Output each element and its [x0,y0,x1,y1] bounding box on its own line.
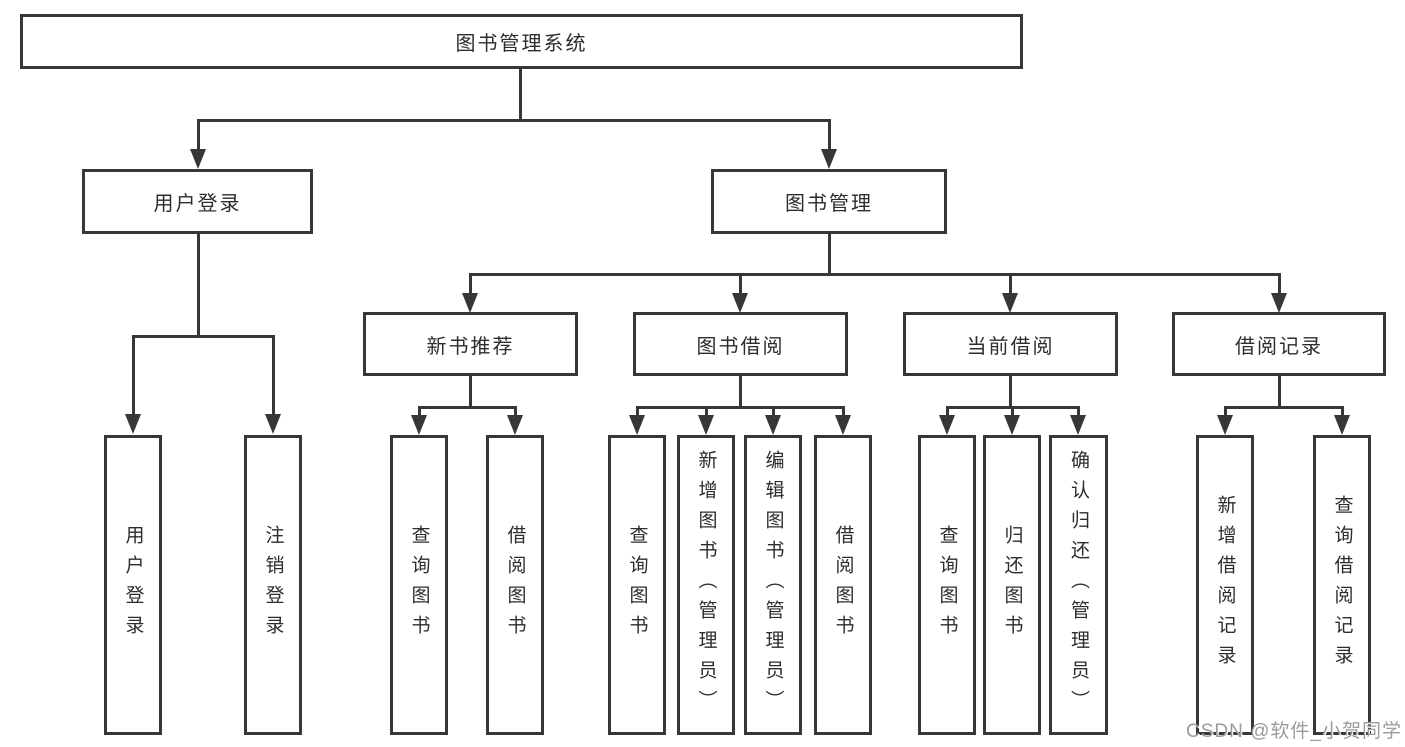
connector-line [132,335,135,418]
leaf-query-borrow-record: 查询借阅记录 [1313,435,1371,735]
connector-line [828,119,831,153]
leaf-add-borrow-record: 新增借阅记录 [1196,435,1254,735]
connector-line [705,406,708,418]
connector-line [772,406,775,418]
arrowhead-down-icon [732,293,748,313]
leaf-query-books-recommend: 查询图书 [390,435,448,735]
node-user-login: 用户登录 [82,169,313,234]
arrowhead-down-icon [939,415,955,435]
leaf-query-books-current-label: 查询图书 [936,525,958,645]
arrowhead-down-icon [1004,415,1020,435]
arrowhead-down-icon [411,415,427,435]
connector-line [418,406,517,409]
node-book-management-label: 图书管理 [785,193,873,215]
arrowhead-down-icon [125,414,141,434]
csdn-watermark: CSDN @软件_小贺同学 [1186,721,1402,742]
connector-line [1278,376,1281,408]
connector-line [1009,273,1012,297]
connector-line [1224,406,1343,409]
connector-line [514,406,517,418]
leaf-query-books-recommend-label: 查询图书 [408,525,430,645]
connector-line [272,335,275,418]
leaf-query-books-borrow: 查询图书 [608,435,666,735]
arrowhead-down-icon [629,415,645,435]
leaf-borrow-books-recommend-label: 借阅图书 [504,525,526,645]
arrowhead-down-icon [1070,415,1086,435]
connector-line [418,406,421,418]
arrowhead-down-icon [462,293,478,313]
connector-line [469,273,1281,276]
leaf-query-books-current: 查询图书 [918,435,976,735]
node-book-borrow-label: 图书借阅 [696,335,785,358]
connector-line [1224,406,1227,418]
connector-line [1341,406,1344,418]
leaf-user-login: 用户登录 [104,435,162,735]
leaf-query-borrow-record-label: 查询借阅记录 [1331,495,1353,675]
connector-line [842,406,845,418]
connector-line [197,119,830,122]
node-new-book-recommend: 新书推荐 [363,312,578,376]
arrowhead-down-icon [190,149,206,169]
leaf-borrow-books-recommend: 借阅图书 [486,435,544,735]
connector-line [636,406,844,409]
arrowhead-down-icon [265,414,281,434]
leaf-edit-book-admin-label: 编辑图书（管理员） [762,450,784,720]
leaf-borrow-books-label: 借阅图书 [832,525,854,645]
arrowhead-down-icon [1271,293,1287,313]
node-book-borrow: 图书借阅 [633,312,848,376]
connector-line [636,406,639,418]
arrowhead-down-icon [1217,415,1233,435]
connector-line [739,273,742,297]
connector-line [946,406,949,418]
leaf-user-login-label: 用户登录 [122,525,144,645]
node-new-book-recommend-label: 新书推荐 [426,335,515,358]
leaf-confirm-return-admin-label: 确认归还（管理员） [1068,450,1089,720]
connector-line [828,234,831,275]
connector-line [197,234,200,337]
leaf-borrow-books: 借阅图书 [814,435,872,735]
connector-line [1011,406,1014,418]
connector-line [739,376,742,408]
connector-line [1077,406,1080,418]
node-root-label: 图书管理系统 [455,33,588,55]
leaf-edit-book-admin: 编辑图书（管理员） [744,435,802,735]
connector-line [1278,273,1281,297]
arrowhead-down-icon [698,415,714,435]
node-current-borrow-label: 当前借阅 [966,335,1055,358]
node-root: 图书管理系统 [20,14,1023,69]
leaf-return-books-label: 归还图书 [1001,525,1023,645]
arrowhead-down-icon [1334,415,1350,435]
arrowhead-down-icon [765,415,781,435]
node-borrow-records: 借阅记录 [1172,312,1386,376]
node-borrow-records-label: 借阅记录 [1235,335,1323,358]
arrowhead-down-icon [507,415,523,435]
arrowhead-down-icon [821,149,837,169]
leaf-return-books: 归还图书 [983,435,1041,735]
arrowhead-down-icon [835,415,851,435]
connector-line [1009,376,1012,408]
leaf-confirm-return-admin: 确认归还（管理员） [1049,435,1108,735]
leaf-add-book-admin: 新增图书（管理员） [677,435,735,735]
connector-line [469,376,472,408]
connector-line [197,119,200,153]
leaf-logout: 注销登录 [244,435,302,735]
connector-line [519,68,522,120]
connector-line [469,273,472,297]
arrowhead-down-icon [1002,293,1018,313]
leaf-query-books-borrow-label: 查询图书 [626,525,648,645]
leaf-add-book-admin-label: 新增图书（管理员） [695,450,717,720]
node-user-login-label: 用户登录 [153,193,242,215]
connector-line [132,335,274,338]
node-current-borrow: 当前借阅 [903,312,1118,376]
leaf-logout-label: 注销登录 [262,525,284,645]
node-book-management: 图书管理 [711,169,947,234]
leaf-add-borrow-record-label: 新增借阅记录 [1214,495,1236,675]
